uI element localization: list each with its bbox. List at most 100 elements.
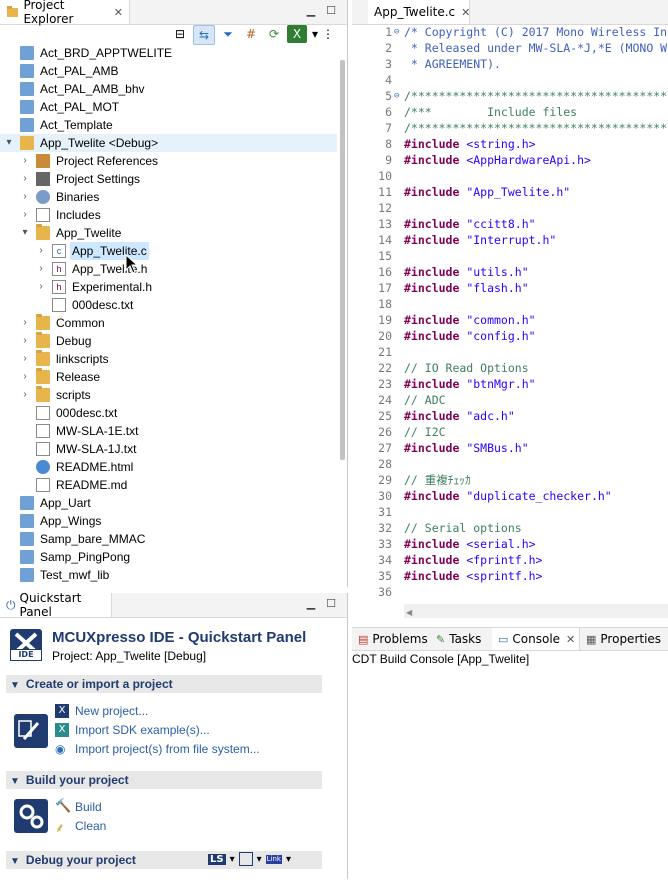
horizontal-scrollbar[interactable]: ◀ bbox=[404, 604, 668, 618]
code-line[interactable]: 1⊖/* Copyright (C) 2017 Mono Wireless In bbox=[352, 24, 668, 40]
chevron-right-icon[interactable]: › bbox=[23, 155, 27, 166]
tree-item[interactable]: 000desc.txt bbox=[0, 296, 337, 314]
tree-item[interactable]: 000desc.txt bbox=[0, 404, 337, 422]
link-with-editor-icon[interactable]: ⇆ bbox=[193, 25, 215, 45]
tree-item[interactable]: Act_PAL_AMB_bhv bbox=[0, 80, 337, 98]
grid-icon[interactable]: # bbox=[245, 27, 257, 41]
tree-item[interactable]: Samp_PingPong bbox=[0, 548, 337, 566]
chevron-down-icon[interactable]: ▾ bbox=[229, 853, 235, 865]
close-icon[interactable]: ✕ bbox=[566, 632, 576, 646]
tree-item[interactable]: ›Project References bbox=[0, 152, 337, 170]
tree-item[interactable]: README.md bbox=[0, 476, 337, 494]
tree-item[interactable]: ›Common bbox=[0, 314, 337, 332]
tree-item[interactable]: MW-SLA-1E.txt bbox=[0, 422, 337, 440]
tab-project-explorer[interactable]: Project Explorer ✕ bbox=[0, 0, 130, 26]
tree-item[interactable]: Act_PAL_MOT bbox=[0, 98, 337, 116]
tree-item[interactable]: App_Wings bbox=[0, 512, 337, 530]
tab-problems[interactable]: ▤Problems bbox=[352, 628, 430, 650]
code-line[interactable]: 26// I2C bbox=[352, 424, 668, 440]
new-project-link[interactable]: New project... bbox=[75, 704, 149, 718]
tab-properties[interactable]: ▦Properties bbox=[580, 628, 668, 650]
build-link[interactable]: Build bbox=[75, 800, 102, 814]
close-icon[interactable]: ✕ bbox=[461, 5, 471, 19]
vertical-scrollbar[interactable] bbox=[340, 60, 345, 460]
code-line[interactable]: 13#include "ccitt8.h" bbox=[352, 216, 668, 232]
tab-tasks[interactable]: ✎Tasks bbox=[430, 628, 492, 650]
code-line[interactable]: 22// IO Read Options bbox=[352, 360, 668, 376]
code-line[interactable]: 7/**************************************… bbox=[352, 120, 668, 136]
tree-item[interactable]: Act_PAL_AMB bbox=[0, 62, 337, 80]
linkserver-debug-icon[interactable]: LS bbox=[208, 853, 226, 865]
code-line[interactable]: 35#include <sprintf.h> bbox=[352, 568, 668, 584]
tree-item[interactable]: ▾App_Twelite bbox=[0, 224, 337, 242]
chevron-right-icon[interactable]: › bbox=[39, 263, 43, 274]
code-line[interactable]: 8#include <string.h> bbox=[352, 136, 668, 152]
code-line[interactable]: 16#include "utils.h" bbox=[352, 264, 668, 280]
code-line[interactable]: 21 bbox=[352, 344, 668, 360]
code-line[interactable]: 19#include "common.h" bbox=[352, 312, 668, 328]
tree-item[interactable]: ›Release bbox=[0, 368, 337, 386]
section-build[interactable]: ▼Build your project bbox=[6, 771, 322, 789]
fold-icon[interactable]: ⊖ bbox=[394, 91, 400, 101]
code-line[interactable]: 36 bbox=[352, 584, 668, 600]
code-line[interactable]: 5⊖/*************************************… bbox=[352, 88, 668, 104]
code-line[interactable]: 9#include <AppHardwareApi.h> bbox=[352, 152, 668, 168]
chevron-down-icon[interactable]: ▾ bbox=[22, 227, 28, 238]
code-line[interactable]: 29// 重複ﾁｪｯｶ bbox=[352, 472, 668, 488]
code-line[interactable]: 27#include "SMBus.h" bbox=[352, 440, 668, 456]
maximize-icon[interactable]: ☐ bbox=[326, 597, 336, 610]
jlink-debug-icon[interactable]: Link bbox=[265, 854, 282, 864]
code-line[interactable]: 6/*** Include files bbox=[352, 104, 668, 120]
tab-app-twelite-c[interactable]: App_Twelite.c ✕ bbox=[368, 0, 470, 24]
section-debug[interactable]: ▼Debug your project bbox=[6, 851, 322, 869]
chevron-right-icon[interactable]: › bbox=[23, 335, 27, 346]
clean-link[interactable]: Clean bbox=[75, 819, 107, 833]
tree-item[interactable]: ›Debug bbox=[0, 332, 337, 350]
view-menu-icon[interactable]: ⋮ bbox=[322, 27, 334, 41]
code-line[interactable]: 12 bbox=[352, 200, 668, 216]
code-line[interactable]: 11#include "App_Twelite.h" bbox=[352, 184, 668, 200]
chevron-down-icon[interactable]: ▾ bbox=[256, 853, 262, 865]
scroll-left-icon[interactable]: ◀ bbox=[406, 608, 413, 617]
chevron-down-icon[interactable]: ▾ bbox=[6, 137, 12, 148]
section-create-import[interactable]: ▼Create or import a project bbox=[6, 675, 322, 693]
chevron-right-icon[interactable]: › bbox=[23, 371, 27, 382]
filter-icon[interactable]: ⏷ bbox=[223, 26, 233, 41]
tree-item[interactable]: Samp_bare_MMAC bbox=[0, 530, 337, 548]
chevron-right-icon[interactable]: › bbox=[23, 173, 27, 184]
x-tool-icon[interactable]: X bbox=[287, 25, 307, 43]
chevron-down-icon[interactable]: ▾ bbox=[285, 853, 292, 865]
refresh-icon[interactable]: ⟳ bbox=[268, 27, 280, 41]
code-line[interactable]: 31 bbox=[352, 504, 668, 520]
chevron-right-icon[interactable]: › bbox=[23, 353, 27, 364]
code-line[interactable]: 2 * Released under MW-SLA-*J,*E (MONO W bbox=[352, 40, 668, 56]
maximize-icon[interactable]: ☐ bbox=[326, 4, 336, 17]
tree-item[interactable]: ›Project Settings bbox=[0, 170, 337, 188]
pe-debug-icon[interactable] bbox=[238, 852, 253, 866]
code-line[interactable]: 32// Serial options bbox=[352, 520, 668, 536]
tree-item[interactable]: MW-SLA-1J.txt bbox=[0, 440, 337, 458]
code-line[interactable]: 34#include <fprintf.h> bbox=[352, 552, 668, 568]
tab-quickstart[interactable]: ⏻ Quickstart Panel bbox=[0, 593, 112, 619]
code-line[interactable]: 18 bbox=[352, 296, 668, 312]
minimize-icon[interactable]: ▁ bbox=[306, 597, 316, 610]
chevron-right-icon[interactable]: › bbox=[23, 209, 27, 220]
tree-item[interactable]: ›scripts bbox=[0, 386, 337, 404]
chevron-right-icon[interactable]: › bbox=[23, 317, 27, 328]
collapse-all-icon[interactable]: ⊟ bbox=[174, 27, 186, 41]
tree-item[interactable]: README.html bbox=[0, 458, 337, 476]
tree-item[interactable]: ›Includes bbox=[0, 206, 337, 224]
code-line[interactable]: 15 bbox=[352, 248, 668, 264]
tree-item[interactable]: Act_Template bbox=[0, 116, 337, 134]
code-line[interactable]: 25#include "adc.h" bbox=[352, 408, 668, 424]
tab-console[interactable]: ▭Console✕ bbox=[492, 628, 580, 650]
code-line[interactable]: 3 * AGREEMENT). bbox=[352, 56, 668, 72]
close-icon[interactable]: ✕ bbox=[113, 5, 123, 19]
tree-item[interactable]: Test_mwf_lib bbox=[0, 566, 337, 584]
chevron-right-icon[interactable]: › bbox=[39, 281, 43, 292]
code-line[interactable]: 14#include "Interrupt.h" bbox=[352, 232, 668, 248]
chevron-right-icon[interactable]: › bbox=[23, 389, 27, 400]
tree-item[interactable]: Act_BRD_APPTWELITE bbox=[0, 44, 337, 62]
